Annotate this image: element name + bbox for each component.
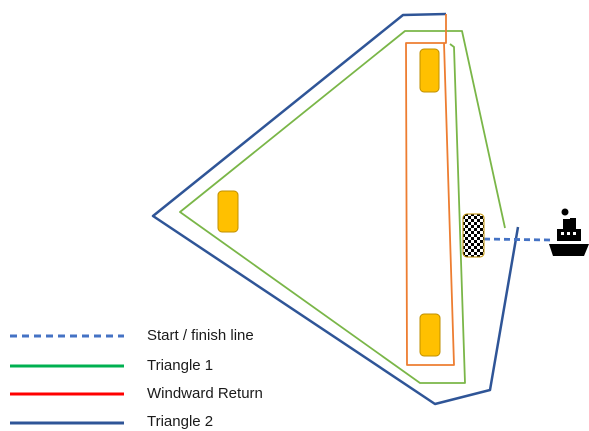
boat-icon — [549, 208, 589, 256]
legend-start-finish-label: Start / finish line — [147, 327, 254, 344]
triangle-2-course — [151, 12, 520, 406]
wing-mark — [217, 190, 239, 233]
legend-triangle-1-label: Triangle 1 — [147, 357, 214, 374]
legend-windward-return-label: Windward Return — [147, 385, 263, 402]
start-finish-line — [483, 237, 551, 242]
windward-return-course — [405, 14, 455, 366]
legend-triangle-2-label: Triangle 2 — [147, 413, 214, 430]
bottom-mark — [419, 313, 441, 357]
top-mark — [419, 48, 440, 93]
checkered-flag-icon — [462, 213, 485, 258]
triangle-1-course — [179, 30, 506, 384]
